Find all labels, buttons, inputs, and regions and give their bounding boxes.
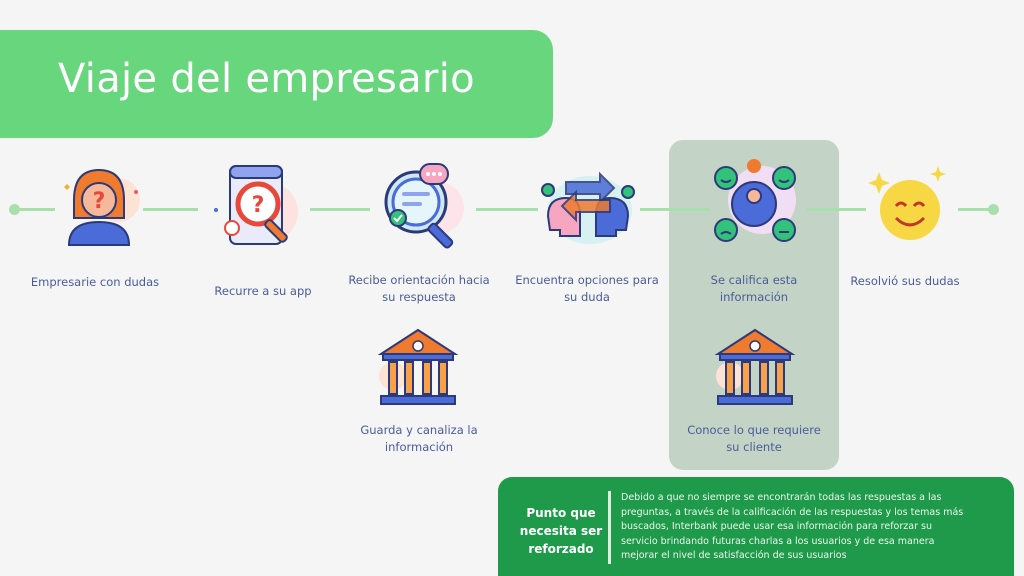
step-label: Recurre a su app <box>214 284 312 298</box>
timeline-connector <box>958 208 991 211</box>
heads-exchange-icon <box>541 171 635 244</box>
step-label: Se califica esta información <box>710 273 798 304</box>
timeline-end-dot <box>988 204 999 215</box>
svg-text:?: ? <box>252 193 265 218</box>
bank-building-icon <box>714 328 796 405</box>
branch-label: Guarda y canaliza la información <box>360 423 478 454</box>
step-label: Empresarie con dudas <box>30 275 160 289</box>
rating-faces-icon <box>714 159 796 242</box>
step-label: Resolvió sus dudas <box>850 274 960 288</box>
svg-text:?: ? <box>93 189 106 214</box>
title-banner <box>0 30 553 138</box>
step-label: Recibe orientación hacia su respuesta <box>348 273 490 304</box>
timeline-connector <box>143 208 198 211</box>
branch-label: Conoce lo que requiere su cliente <box>687 423 821 454</box>
note-divider <box>608 491 611 564</box>
phone-magnifier-icon: ? <box>214 165 298 245</box>
timeline-connector <box>310 208 370 211</box>
timeline-connector <box>476 208 538 211</box>
timeline-connector <box>20 208 55 211</box>
timeline-connector <box>640 208 710 211</box>
magnifier-chat-icon <box>384 163 464 249</box>
timeline-start-dot <box>9 204 20 215</box>
note-box <box>498 477 1014 576</box>
note-text: Debido a que no siempre se encontrarán t… <box>621 492 964 562</box>
page-title: Viaje del empresario <box>58 56 475 102</box>
person-question-icon: ? <box>64 168 140 246</box>
step-label: Encuentra opciones para su duda <box>515 273 659 304</box>
smiley-icon <box>868 166 946 240</box>
timeline-connector <box>806 208 866 211</box>
bank-building-icon <box>377 328 459 405</box>
note-title: Punto que necesita ser reforzado <box>519 506 603 556</box>
